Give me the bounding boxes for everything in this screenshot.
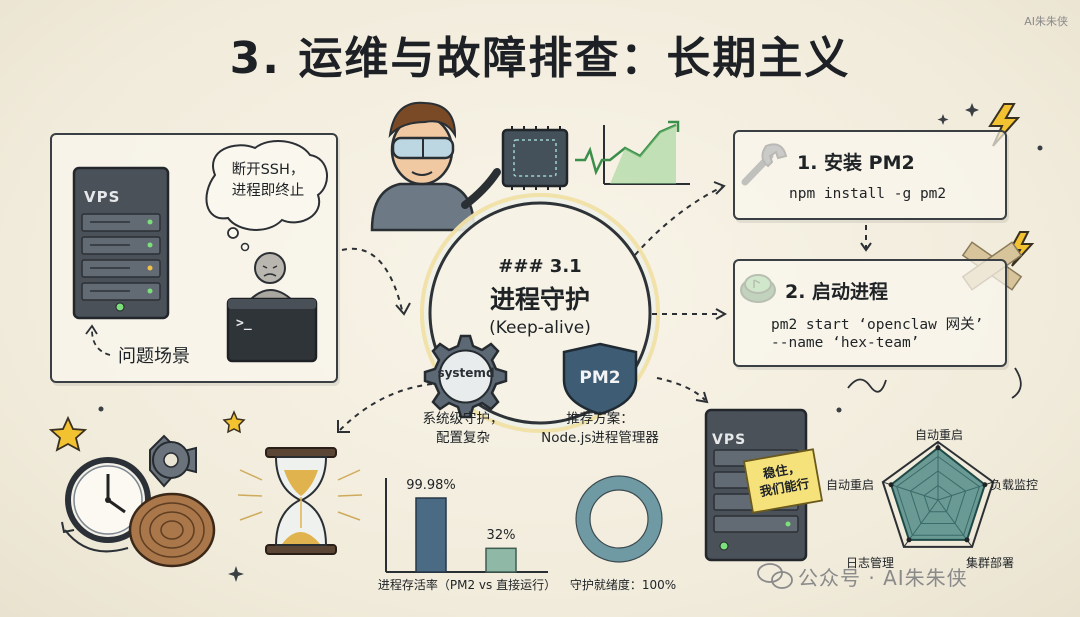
- radar-axis-label-2: 负载监控: [990, 478, 1039, 492]
- star-icon: [48, 410, 246, 582]
- terminal-prompt: >_: [236, 316, 252, 331]
- problem-caption: 问题场景: [118, 346, 190, 367]
- donut-chart: [575, 475, 663, 563]
- center-subtitle: (Keep-alive): [489, 318, 591, 338]
- systemd-badge: systemd: [437, 366, 495, 380]
- donut-arc: [576, 476, 662, 562]
- radar-axis-label-1: 自动重启: [914, 428, 963, 442]
- pm2-shield-icon: [562, 342, 638, 416]
- step-1-code: npm install -g pm2: [789, 186, 947, 202]
- growth-graph-icon: [575, 120, 690, 185]
- center-text: ### 3.1 进程守护 (Keep-alive): [430, 256, 650, 338]
- engineer-icon: [370, 101, 501, 232]
- footer-watermark: 公众号 · AI朱朱侠: [798, 566, 968, 590]
- center-title: 进程守护: [489, 285, 590, 314]
- connector-arrows: [339, 186, 867, 431]
- speech-line-2: 进程即终止: [231, 183, 305, 199]
- systemd-caption: 系统级守护， 配置复杂: [398, 410, 528, 448]
- page-title: 3. 运维与故障排查：长期主义: [229, 33, 851, 84]
- server-right-label: VPS: [712, 432, 747, 448]
- bar-direct-value: 32%: [486, 528, 516, 544]
- bar-chart-xlabel: 进程存活率（PM2 vs 直接运行）: [377, 578, 557, 592]
- radar-grid-ring-4: [881, 440, 995, 548]
- bar-direct-run: [485, 547, 517, 573]
- server-icon: [72, 166, 170, 320]
- step-1-panel: 1. 安装 PM2 npm install -g pm2: [733, 130, 1007, 220]
- caption-arrow: [91, 329, 111, 356]
- speech-bubble-icon: [205, 140, 329, 252]
- radar-axis-label-5: 自动重启: [826, 478, 875, 492]
- bar-chart: [385, 478, 548, 573]
- speech-bubble: 断开SSH， 进程即终止: [212, 160, 324, 202]
- step-1-title: 1. 安装 PM2: [797, 152, 915, 174]
- step-2-code-line-1: pm2 start ‘openclaw 网关’: [771, 317, 984, 333]
- radar-axis-label-3: 集群部署: [966, 556, 1015, 570]
- systemd-caption-line-1: 系统级守护，: [422, 411, 504, 427]
- step-2-panel: 2. 启动进程 pm2 start ‘openclaw 网关’ --name ‘…: [733, 259, 1007, 367]
- server-label: VPS: [84, 188, 121, 206]
- pm2-caption-line-1: 推荐方案：: [566, 411, 634, 427]
- clock-icon: [61, 434, 197, 553]
- speech-line-1: 断开SSH，: [231, 162, 305, 178]
- donut-label: 守护就绪度：100%: [569, 578, 677, 592]
- hourglass-icon: [237, 447, 363, 555]
- radar-chart: [881, 440, 995, 548]
- radar-point-1: [935, 445, 941, 451]
- step-2-code-line-2: --name ‘hex-team’: [771, 335, 920, 351]
- sticky-note-icon: [742, 448, 824, 514]
- radar-axis-label-4: 日志管理: [846, 556, 895, 570]
- bar-pm2-value: 99.98%: [406, 478, 456, 493]
- terminal-icon: [226, 297, 318, 363]
- bar-pm2: [415, 497, 447, 573]
- systemd-caption-line-2: 配置复杂: [436, 430, 490, 446]
- top-watermark: AI朱朱侠: [1024, 15, 1068, 28]
- wechat-icon: [757, 563, 793, 589]
- pm2-badge: PM2: [579, 368, 621, 388]
- pm2-caption: 推荐方案： Node.js进程管理器: [522, 410, 678, 448]
- radar-point-2: [982, 482, 988, 488]
- center-heading: ### 3.1: [498, 256, 582, 277]
- radar-point-5: [888, 482, 894, 488]
- pm2-caption-line-2: Node.js进程管理器: [541, 430, 659, 446]
- systemd-gear-icon: [423, 334, 508, 419]
- radar-point-3: [964, 537, 970, 543]
- wood-log-icon: [128, 492, 216, 568]
- radar-point-4: [906, 537, 912, 543]
- radar-area: [889, 446, 987, 541]
- step-2-title: 2. 启动进程: [785, 281, 889, 303]
- chip-icon: [501, 126, 569, 190]
- sparkle-icon: [937, 103, 979, 125]
